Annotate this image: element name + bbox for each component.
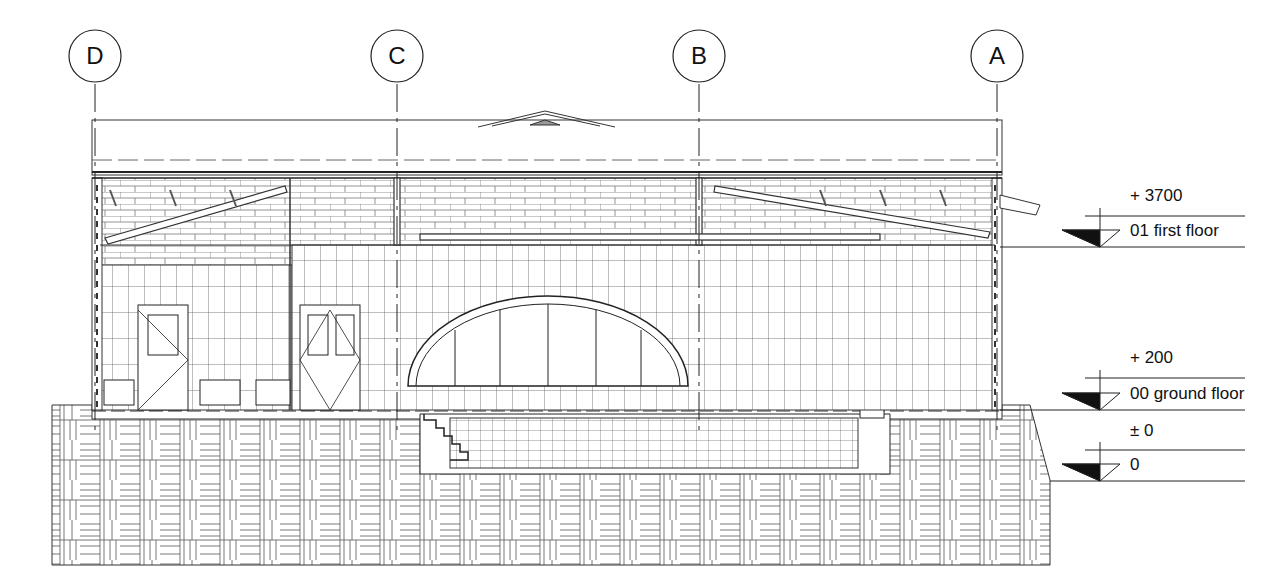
level-label: 0 [1130, 456, 1139, 475]
grid-bubble: C [370, 29, 424, 83]
grid-letter: A [989, 44, 1005, 68]
level-label: + 3700 [1130, 187, 1182, 206]
grid-bubble: D [68, 29, 122, 83]
level-label: + 200 [1130, 349, 1173, 368]
grid-bubble: B [672, 29, 726, 83]
level-label: 01 first floor [1130, 222, 1219, 241]
level-label: 00 ground floor [1130, 385, 1244, 404]
grid-bubble: A [970, 29, 1024, 83]
grid-letter: C [388, 44, 405, 68]
level-label: ± 0 [1130, 422, 1154, 441]
grid-letter: B [691, 44, 707, 68]
grid-letter: D [86, 44, 103, 68]
